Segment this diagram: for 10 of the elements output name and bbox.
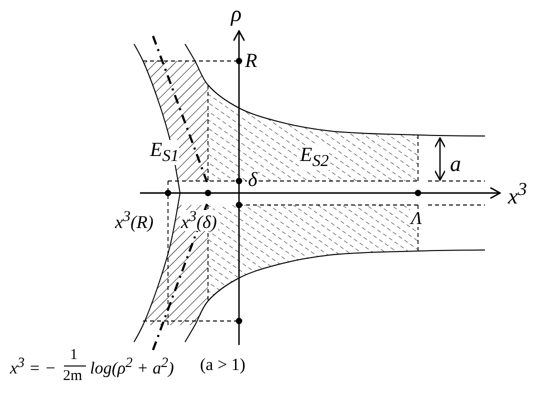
point-label: x$^{3}$(δ) [180,210,218,231]
formula-text: 1 [70,348,78,363]
point-label: x$^{3}$(R) [114,210,154,231]
formula-text: 2m [63,369,82,384]
point-label: Λ [410,209,423,227]
formula-text: log(ρ$^{2}$ + a$^{2}$) [90,356,174,377]
formula-text: x$^{3}$ = − [10,356,56,377]
region-label: E$_{S1}$ [150,140,179,165]
region-label: E$_{S2}$ [300,145,329,170]
formula-text: (a > 1) [200,356,246,373]
